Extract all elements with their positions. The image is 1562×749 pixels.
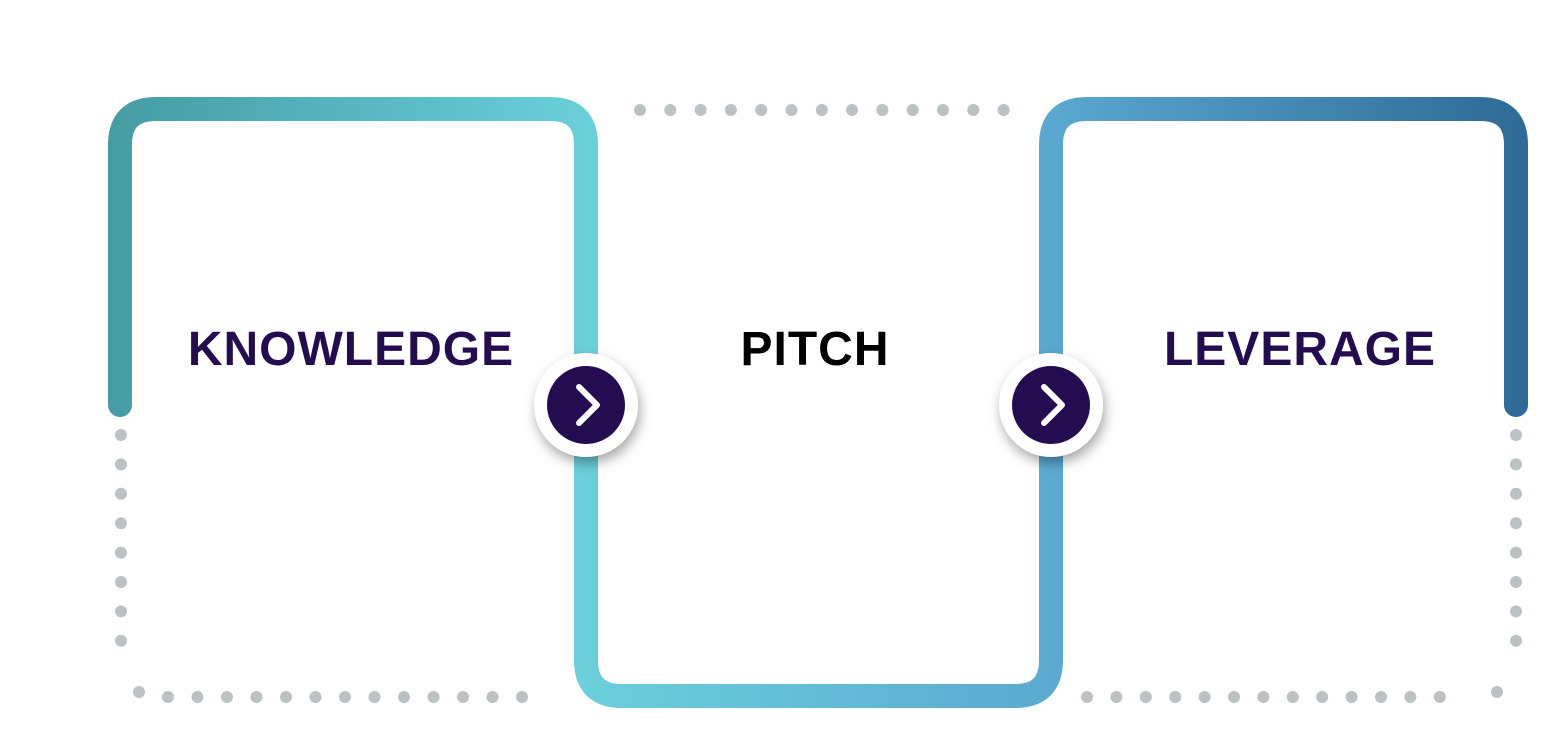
- dot: [1316, 691, 1329, 703]
- dot: [1510, 576, 1522, 588]
- dot: [906, 104, 919, 116]
- frame-knowledge: [108, 97, 598, 417]
- dot: [1139, 691, 1152, 703]
- dot: [486, 691, 499, 703]
- dotted-guides: [115, 104, 1522, 703]
- dot: [162, 691, 174, 703]
- step-label-knowledge: KNOWLEDGE: [187, 323, 515, 376]
- dotted-line-left-vertical: [115, 429, 127, 647]
- dot: [1510, 458, 1522, 471]
- dotted-line-middle-top: [634, 104, 1010, 116]
- dotted-line-right-vertical: [1510, 429, 1522, 647]
- dot: [937, 104, 949, 116]
- dot: [115, 605, 127, 618]
- dot: [309, 691, 322, 703]
- connector-badge-1[interactable]: [534, 353, 638, 457]
- dot: [1510, 487, 1522, 500]
- dot: [634, 104, 646, 116]
- dot: [815, 104, 828, 116]
- dot: [1433, 691, 1446, 703]
- dot: [876, 104, 889, 116]
- dot: [1510, 605, 1522, 618]
- connector-badge-2[interactable]: [999, 353, 1103, 457]
- dot: [191, 691, 204, 703]
- dot: [339, 691, 351, 703]
- badge-core: [1012, 366, 1090, 444]
- dot: [1510, 517, 1522, 530]
- dot: [115, 429, 127, 441]
- dot: [516, 691, 528, 703]
- dot: [250, 691, 263, 703]
- dot: [115, 576, 127, 588]
- dot: [115, 546, 127, 559]
- dot: [398, 691, 410, 703]
- badge-core: [547, 366, 625, 444]
- dot: [1110, 691, 1123, 703]
- dot: [694, 104, 707, 116]
- dot: [427, 691, 440, 703]
- dot: [1228, 691, 1240, 703]
- dot: [1257, 691, 1270, 703]
- dot: [997, 104, 1010, 116]
- dot: [115, 487, 127, 500]
- dot: [221, 691, 233, 703]
- chevron-right-icon: [576, 384, 600, 426]
- dot: [280, 691, 292, 703]
- dot: [115, 517, 127, 530]
- dot: [1375, 691, 1387, 703]
- dot: [967, 104, 980, 116]
- dot: [1491, 686, 1503, 698]
- dot: [1198, 691, 1211, 703]
- dot: [1345, 691, 1358, 703]
- dot: [133, 686, 145, 698]
- dotted-line-left-bottom: [133, 686, 528, 703]
- frame-pitch: [574, 393, 1063, 708]
- chevron-right-icon: [1041, 384, 1065, 426]
- dot: [1286, 691, 1299, 703]
- dot: [1404, 691, 1417, 703]
- dot: [115, 458, 127, 471]
- dot: [1169, 691, 1182, 703]
- dot: [457, 691, 469, 703]
- step-label-leverage: LEVERAGE: [1163, 323, 1437, 376]
- dot: [1081, 691, 1093, 703]
- dot: [785, 104, 798, 116]
- dot: [724, 104, 737, 116]
- dot: [115, 634, 127, 647]
- dotted-line-right-bottom: [1081, 686, 1503, 703]
- dot: [664, 104, 677, 116]
- dot: [1510, 634, 1522, 647]
- step-label-pitch: PITCH: [740, 323, 890, 376]
- dot: [1510, 546, 1522, 559]
- frame-leverage: [1039, 97, 1528, 417]
- dot: [846, 104, 859, 116]
- dot: [755, 104, 768, 116]
- dot: [1510, 429, 1522, 441]
- dot: [368, 691, 381, 703]
